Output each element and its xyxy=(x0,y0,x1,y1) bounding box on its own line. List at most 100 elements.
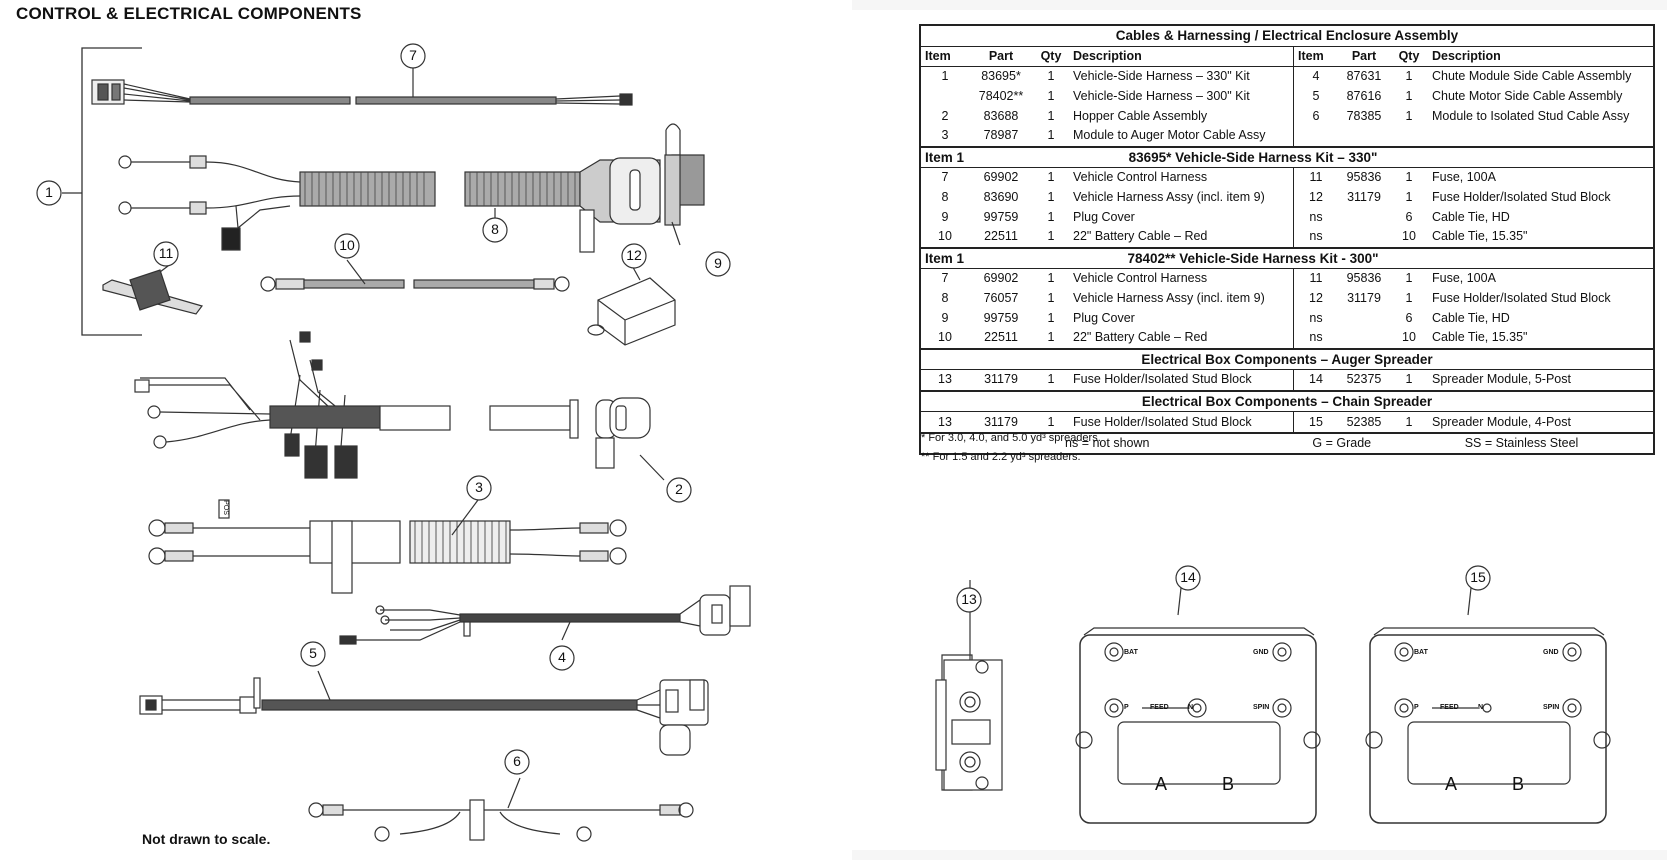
table-cell: Chute Module Side Cable Assembly xyxy=(1432,69,1632,84)
m14-bat-label: BAT xyxy=(1124,649,1138,656)
table-cell: 7 xyxy=(941,271,949,286)
table-cell: 5 xyxy=(1312,89,1320,104)
m15-feed-label: FEED xyxy=(1440,704,1459,711)
table-cell: ns xyxy=(1309,209,1323,224)
table-cell xyxy=(1338,207,1390,227)
table-cell: 52385 xyxy=(1346,414,1382,429)
table-cell: 1 xyxy=(1047,128,1055,143)
hopper-cable-2 xyxy=(134,331,665,481)
m14-spin-label: SPIN xyxy=(1253,704,1270,711)
table-cell: 87631 xyxy=(1346,69,1382,84)
table-cell xyxy=(1338,308,1390,328)
table-cell: 1 xyxy=(941,69,949,84)
table-cell: Vehicle-Side Harness – 330" Kit xyxy=(1069,66,1294,87)
table-cell: 9 xyxy=(941,310,949,325)
table-legend-row: ns = not shown G = Grade SS = Stainless … xyxy=(920,431,1654,455)
callout-4: 4 xyxy=(558,649,566,665)
callout-14: 14 xyxy=(1180,569,1196,585)
stud-cable-6 xyxy=(308,777,694,842)
table-cell: 1 xyxy=(1047,372,1055,387)
m14-n-label: N xyxy=(1188,704,1194,711)
table-cell: 15 xyxy=(1309,414,1323,429)
callout-5: 5 xyxy=(309,645,317,661)
callout-12: 12 xyxy=(626,247,642,263)
fuse-holder-12 xyxy=(587,261,676,346)
vehicle-harness-8 xyxy=(118,123,705,253)
table-cell: 1 xyxy=(1405,190,1413,205)
table-cell: ns xyxy=(1309,229,1323,244)
table-cell: 6 xyxy=(1405,310,1413,325)
table-cell: 1 xyxy=(1405,414,1413,429)
table-cell: 1 xyxy=(1047,229,1055,244)
callout-9: 9 xyxy=(714,255,722,271)
table-cell: 1 xyxy=(1405,108,1413,123)
table-cell: 1 xyxy=(1047,310,1055,325)
chute-module-cable-4 xyxy=(339,585,751,645)
table-cell: 31179 xyxy=(984,414,1018,429)
table-cell: 78402** xyxy=(978,89,1024,104)
table-cell: Cable Tie, 15.35" xyxy=(1432,229,1528,244)
callout-6: 6 xyxy=(513,753,521,769)
table-cell: 7 xyxy=(941,170,949,185)
table-cell: Fuse Holder/Isolated Stud Block xyxy=(1069,369,1294,391)
table-cell: 83690 xyxy=(983,190,1019,205)
table-cell: 95836 xyxy=(1346,271,1382,286)
table-cell: 11 xyxy=(1309,170,1323,185)
table-cell xyxy=(1338,126,1390,147)
table-cell: Spreader Module, 4-Post xyxy=(1432,414,1571,429)
fuse-block-13 xyxy=(935,580,1003,791)
page-title: CONTROL & ELECTRICAL COMPONENTS xyxy=(16,4,362,23)
table-cell: Chute Motor Side Cable Assembly xyxy=(1432,89,1623,104)
table-cell xyxy=(920,87,969,107)
table-cell: 8 xyxy=(941,190,949,205)
table-cell: 10 xyxy=(1402,229,1416,244)
callout-3: 3 xyxy=(475,479,483,495)
table-cell: 8 xyxy=(941,291,949,306)
footnote-double: ** For 1.5 and 2.2 yd³ spreaders. xyxy=(921,451,1081,463)
table-cell: 99759 xyxy=(983,209,1019,224)
table-cell: 13 xyxy=(938,372,952,387)
table-cell: 99759 xyxy=(983,310,1019,325)
table-cell: Cable Tie, HD xyxy=(1432,310,1510,325)
legend-g: G = Grade xyxy=(1293,431,1390,455)
table-cell xyxy=(1390,126,1428,147)
table-cell: 1 xyxy=(1405,89,1413,104)
chute-motor-cable-5 xyxy=(139,670,709,756)
table-cell xyxy=(1428,126,1654,147)
callout-2: 2 xyxy=(675,481,683,497)
callout-7: 7 xyxy=(409,47,417,63)
table-cell: Module to Isolated Stud Cable Assy xyxy=(1432,108,1630,123)
table-cell: 22" Battery Cable – Red xyxy=(1069,226,1294,248)
m14-p-label: P xyxy=(1124,704,1129,711)
table-cell: 1 xyxy=(1047,69,1055,84)
battery-cable-10 xyxy=(260,259,570,292)
auger-title: Electrical Box Components – Auger Spread… xyxy=(920,347,1654,371)
table-cell: 1 xyxy=(1405,271,1413,286)
callout-11: 11 xyxy=(158,245,174,261)
table-cell: Fuse, 100A xyxy=(1432,170,1496,185)
table-cell: 78987 xyxy=(983,128,1019,143)
table-cell: Cable Tie, 15.35" xyxy=(1432,330,1528,345)
auger-motor-cable-3 xyxy=(148,499,627,594)
m15-p-label: P xyxy=(1414,704,1419,711)
table-cell: 3 xyxy=(941,128,949,143)
table-cell: 2 xyxy=(941,108,949,123)
table-cell: 1 xyxy=(1047,108,1055,123)
table-cell: 1 xyxy=(1047,291,1055,306)
table-cell: Plug Cover xyxy=(1069,308,1294,328)
table-cell: 1 xyxy=(1405,291,1413,306)
table-cell: 95836 xyxy=(1346,170,1382,185)
table-cell: Spreader Module, 5-Post xyxy=(1432,372,1571,387)
control-harness-7 xyxy=(91,68,633,106)
table-cell: 1 xyxy=(1405,170,1413,185)
table-cell: 1 xyxy=(1405,372,1413,387)
table-cell: 22511 xyxy=(984,330,1018,345)
table-cell: Vehicle Harness Assy (incl. item 9) xyxy=(1069,288,1294,309)
